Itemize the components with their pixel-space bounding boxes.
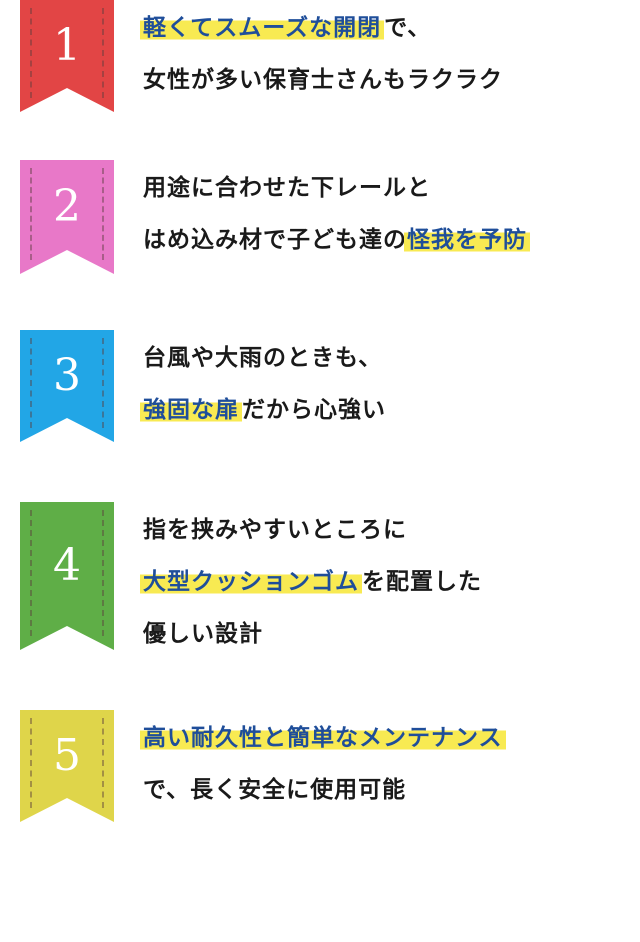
text-segment: で、長く安全に使用可能 (143, 777, 407, 803)
feature-text: 指を挟みやすいところに大型クッションゴムを配置した優しい設計 (140, 510, 482, 666)
text-segment: 優しい設計 (143, 621, 263, 647)
text-segment: 女性が多い保育士さんもラクラク (143, 67, 503, 93)
text-line: 軽くてスムーズな開閉で、 (140, 8, 503, 60)
text-segment: で、 (384, 15, 432, 41)
text-segment: はめ込み材で子ども達の (143, 227, 407, 253)
text-line: 台風や大雨のときも、 (143, 338, 386, 390)
highlighted-text: 強固な扉 (140, 397, 242, 423)
highlighted-text: 高い耐久性と簡単なメンテナンス (140, 725, 506, 751)
feature-text: 用途に合わせた下レールとはめ込み材で子ども達の怪我を予防 (143, 168, 530, 272)
feature-number: 2 (53, 181, 81, 232)
text-line: 女性が多い保育士さんもラクラク (143, 60, 503, 112)
number-ribbon: 4 (20, 502, 114, 650)
text-line: で、長く安全に使用可能 (143, 770, 506, 822)
number-ribbon: 5 (20, 710, 114, 822)
feature-number: 3 (53, 350, 81, 401)
text-line: 強固な扉だから心強い (140, 390, 386, 442)
text-line: はめ込み材で子ども達の怪我を予防 (143, 220, 530, 272)
highlighted-text: 軽くてスムーズな開閉 (140, 15, 385, 41)
text-segment: を配置した (362, 569, 482, 595)
text-segment: 用途に合わせた下レールと (143, 175, 431, 201)
highlighted-text: 大型クッションゴム (140, 569, 362, 595)
highlighted-text: 怪我を予防 (404, 227, 530, 253)
text-segment: だから心強い (242, 397, 386, 423)
number-ribbon: 2 (20, 160, 114, 274)
text-line: 大型クッションゴムを配置した (140, 562, 482, 614)
text-segment: 指を挟みやすいところに (143, 517, 407, 543)
text-line: 高い耐久性と簡単なメンテナンス (140, 718, 506, 770)
feature-number: 4 (53, 540, 81, 591)
text-line: 優しい設計 (143, 614, 482, 666)
feature-number: 5 (53, 730, 81, 781)
feature-number: 1 (53, 20, 81, 71)
text-line: 用途に合わせた下レールと (143, 168, 530, 220)
text-line: 指を挟みやすいところに (143, 510, 482, 562)
feature-text: 高い耐久性と簡単なメンテナンスで、長く安全に使用可能 (140, 718, 506, 822)
number-ribbon: 1 (20, 0, 114, 112)
feature-text: 軽くてスムーズな開閉で、女性が多い保育士さんもラクラク (140, 8, 503, 112)
feature-text: 台風や大雨のときも、強固な扉だから心強い (140, 338, 386, 442)
number-ribbon: 3 (20, 330, 114, 442)
text-segment: 台風や大雨のときも、 (143, 345, 383, 371)
